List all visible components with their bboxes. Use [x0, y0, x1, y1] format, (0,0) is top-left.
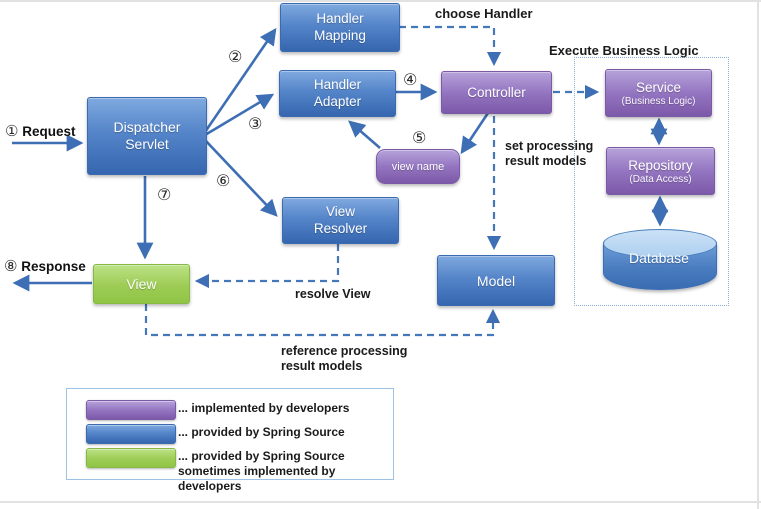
legend-label-blue: ... provided by Spring Source — [178, 425, 345, 439]
view-resolver-label: View Resolver — [313, 203, 368, 236]
node-view-resolver: View Resolver — [282, 197, 399, 244]
node-view-name: view name — [376, 149, 460, 184]
node-model: Model — [437, 255, 555, 306]
step-7-badge: ⑦ — [157, 185, 172, 204]
legend-label-purple: ... implemented by developers — [178, 401, 350, 415]
arrow-controller-to-view-name — [460, 112, 490, 155]
arrow-dispatcher-to-view-resolver — [204, 139, 278, 217]
request-label: ① Request — [5, 122, 76, 140]
repository-sublabel: (Data Access) — [629, 173, 692, 185]
dashed-choose-handler — [399, 25, 502, 67]
dispatcher-servlet-label: Dispatcher Servlet — [113, 118, 181, 153]
step-4-badge: ④ — [403, 70, 418, 89]
view-label: View — [126, 276, 157, 292]
step-8-badge: ⑧ — [4, 257, 18, 275]
node-handler-mapping: Handler Mapping — [280, 3, 400, 52]
node-controller: Controller — [441, 71, 552, 114]
step-3-badge: ③ — [248, 114, 263, 133]
page-border-bottom — [0, 501, 761, 503]
node-handler-adapter: Handler Adapter — [279, 70, 396, 117]
step-1-badge: ① — [5, 122, 19, 140]
database-label: Database — [629, 250, 689, 266]
legend-swatch-green — [86, 448, 176, 468]
controller-label: Controller — [467, 85, 526, 100]
service-sublabel: (Business Logic) — [621, 95, 696, 107]
page-border-right — [757, 0, 759, 509]
set-processing-label: set processing result models — [505, 139, 594, 169]
node-repository: Repository (Data Access) — [606, 147, 715, 195]
model-label: Model — [476, 272, 516, 289]
view-name-label: view name — [391, 160, 445, 173]
reference-processing-label: reference processing result models — [281, 344, 408, 374]
legend-swatch-purple — [86, 400, 176, 420]
legend-label-green: ... provided by Spring Source sometimes … — [178, 449, 345, 493]
page-border-top — [0, 0, 761, 2]
database-cylinder-top — [603, 229, 717, 258]
legend-swatch-blue — [86, 424, 176, 444]
execute-business-logic-container — [574, 57, 729, 306]
dashed-reference-models — [144, 304, 501, 337]
service-label: Service — [635, 79, 681, 95]
dashed-resolve-view — [194, 244, 340, 289]
handler-mapping-label: Handler Mapping — [314, 10, 366, 43]
arrow-view-name-to-handler-adapter — [348, 120, 381, 149]
node-dispatcher-servlet: Dispatcher Servlet — [87, 97, 207, 175]
node-service: Service (Business Logic) — [605, 69, 712, 117]
arrow-dispatcher-to-handler-mapping — [203, 27, 277, 133]
resolve-view-label: resolve View — [295, 287, 371, 301]
execute-business-logic-label: Execute Business Logic — [549, 43, 699, 58]
response-label: ⑧ Response — [4, 257, 86, 275]
repository-label: Repository — [628, 157, 693, 173]
node-view: View — [93, 264, 190, 304]
step-6-badge: ⑥ — [216, 171, 231, 190]
handler-adapter-label: Handler Adapter — [313, 76, 362, 109]
choose-handler-label: choose Handler — [435, 6, 533, 21]
legend: ... implemented by developers ... provid… — [66, 388, 394, 493]
arrow-dispatcher-to-handler-adapter — [204, 93, 275, 137]
step-5-badge: ⑤ — [412, 128, 427, 147]
step-2-badge: ② — [228, 47, 243, 66]
